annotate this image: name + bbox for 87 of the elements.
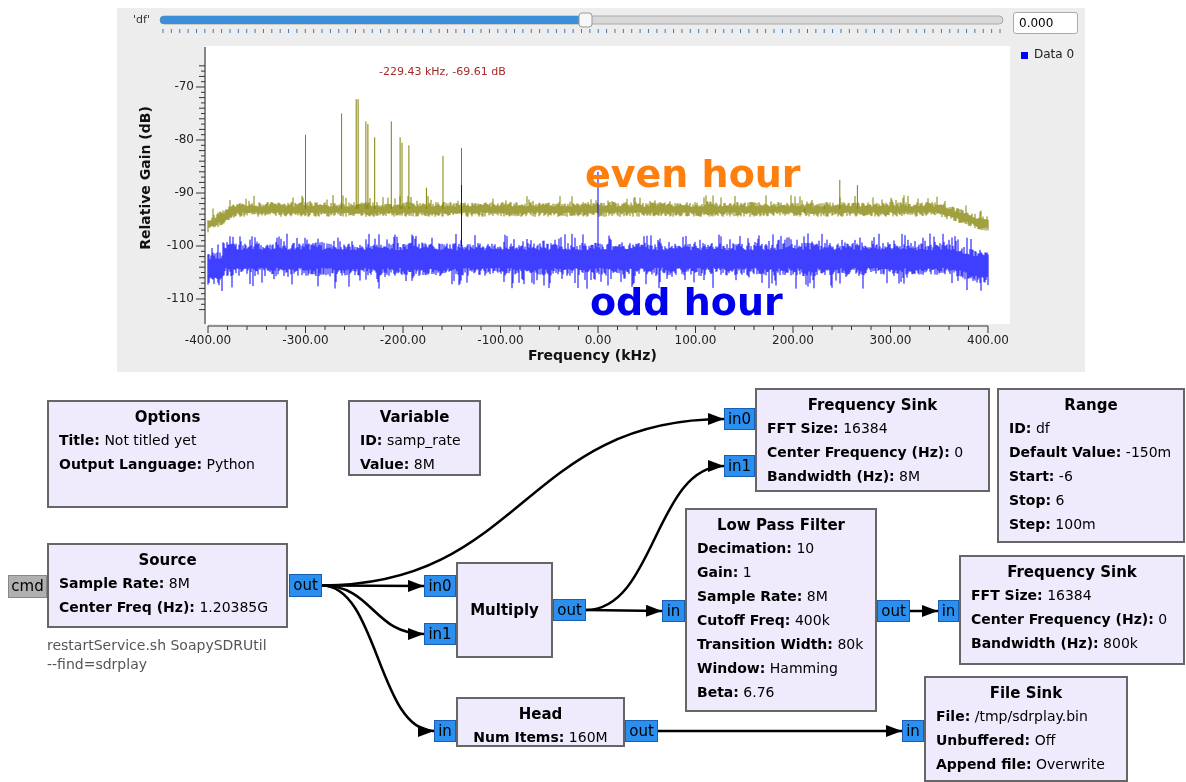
block-box xyxy=(924,676,1128,782)
parameter-text: Step: 100m xyxy=(1008,515,1097,534)
parameter-text: Cutoff Freq: 400k xyxy=(696,611,831,630)
spin-box-field: 0.000 xyxy=(1013,12,1078,34)
block-title: Low Pass Filter xyxy=(716,515,846,536)
y-tick-label: -70 xyxy=(174,79,194,93)
stream-port: in1 xyxy=(724,455,755,477)
block-box xyxy=(456,697,625,747)
stream-port: out xyxy=(289,574,322,597)
stream-port: out xyxy=(553,599,586,621)
x-tick-label: 200.00 xyxy=(772,333,814,347)
y-tick-label: -80 xyxy=(174,132,194,146)
message-port: cmd xyxy=(8,575,47,598)
annotation-text: even hour xyxy=(585,152,801,196)
block-comment: restartService.sh SoapySDRUtil --find=sdrplay xyxy=(47,636,268,674)
stream-port: out xyxy=(625,720,658,742)
parameter-text: Bandwidth (Hz): 8M xyxy=(766,467,922,486)
marker-readout: -229.43 kHz, -69.61 dB xyxy=(379,65,506,78)
parameter-text: Title: Not titled yet xyxy=(58,431,198,450)
stream-port: in xyxy=(662,600,685,622)
block-box xyxy=(348,400,481,476)
block-title: Frequency Sink xyxy=(806,395,939,416)
block-title: Options xyxy=(133,407,202,428)
stream-port: out xyxy=(877,600,910,622)
parameter-text: Append file: Overwrite xyxy=(935,755,1106,774)
parameter-text: Gain: 1 xyxy=(696,563,753,582)
stream-port: in xyxy=(902,720,924,742)
annotation-text: odd hour xyxy=(590,280,783,324)
parameter-text: Num Items: 160M xyxy=(472,728,609,747)
block-box xyxy=(456,562,553,658)
block-box xyxy=(959,555,1185,665)
block-box xyxy=(47,543,288,628)
y-tick-label: -110 xyxy=(166,291,194,305)
x-tick-label: -100.00 xyxy=(477,333,524,347)
parameter-text: Window: Hamming xyxy=(696,659,839,678)
y-tick-label: -90 xyxy=(174,185,194,199)
block-title: Source xyxy=(137,550,198,571)
parameter-text: Beta: 6.76 xyxy=(696,683,776,702)
slider-label: 'df' xyxy=(133,13,150,26)
arrow xyxy=(658,725,902,737)
parameter-text: FFT Size: 16384 xyxy=(766,419,889,438)
x-tick-label: 400.00 xyxy=(967,333,1009,347)
parameter-text: Sample Rate: 8M xyxy=(696,587,829,606)
x-tick-label: 300.00 xyxy=(869,333,912,347)
x-tick-label: -200.00 xyxy=(379,333,427,347)
block-title: Frequency Sink xyxy=(1006,562,1138,583)
parameter-text: ID: df xyxy=(1008,419,1051,438)
block-box xyxy=(47,400,288,508)
x-tick-label: 100.00 xyxy=(674,333,717,347)
y-axis-title: Relative Gain (dB) xyxy=(137,106,153,250)
x-tick-label: 0.00 xyxy=(584,333,612,347)
block-box xyxy=(685,508,877,712)
stream-port: in1 xyxy=(424,623,456,645)
arrow xyxy=(586,604,662,617)
stream-port: in xyxy=(938,600,959,622)
stream-port: in0 xyxy=(724,408,755,430)
y-tick-label: -100 xyxy=(166,238,194,252)
x-axis-title: Frequency (kHz) xyxy=(528,347,657,363)
parameter-text: File: /tmp/sdrplay.bin xyxy=(935,707,1089,726)
block-title: Variable xyxy=(378,407,451,428)
block-title: Head xyxy=(517,704,564,725)
parameter-text: Transition Width: 80k xyxy=(696,635,865,654)
stream-port: in xyxy=(434,720,456,742)
parameter-text: Center Frequency (Hz): 0 xyxy=(970,610,1169,629)
block-box xyxy=(997,388,1185,543)
parameter-text: Unbuffered: Off xyxy=(935,731,1057,750)
block-title: Multiply xyxy=(469,600,540,621)
parameter-text: Decimation: 10 xyxy=(696,539,816,558)
parameter-text: Center Frequency (Hz): 0 xyxy=(766,443,965,462)
x-tick-label: -300.00 xyxy=(282,333,329,347)
block-title: File Sink xyxy=(988,683,1064,704)
parameter-text: Sample Rate: 8M xyxy=(58,574,191,593)
parameter-text: Center Freq (Hz): 1.20385G xyxy=(58,598,270,617)
x-tick-label: -400.00 xyxy=(184,333,232,347)
arrow xyxy=(910,605,938,617)
parameter-text: ID: samp_rate xyxy=(359,431,462,450)
block-title: Range xyxy=(1063,395,1119,416)
parameter-text: Stop: 6 xyxy=(1008,491,1066,510)
parameter-text: Start: -6 xyxy=(1008,467,1074,486)
stream-port: in0 xyxy=(424,575,456,597)
parameter-text: Default Value: -150m xyxy=(1008,443,1173,462)
parameter-text: Output Language: Python xyxy=(58,455,256,474)
parameter-text: FFT Size: 16384 xyxy=(970,586,1093,605)
legend-label: Data 0 xyxy=(1034,47,1075,61)
parameter-text: Value: 8M xyxy=(359,455,436,474)
block-box xyxy=(755,388,990,492)
parameter-text: Bandwidth (Hz): 800k xyxy=(970,634,1139,653)
